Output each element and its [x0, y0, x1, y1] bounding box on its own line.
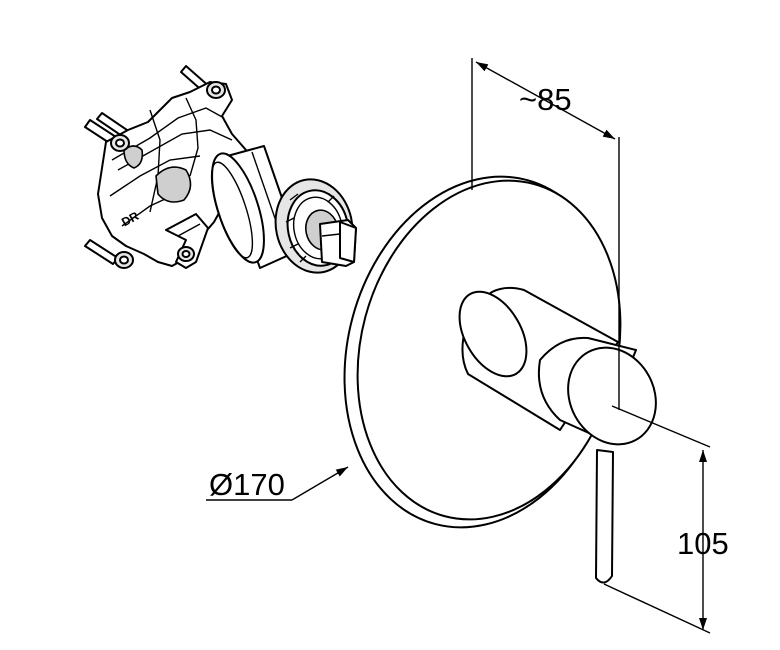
dimension-diameter: Ø170 [206, 466, 349, 502]
support-bracket [165, 213, 209, 269]
depth-label: ~85 [519, 82, 572, 117]
dimension-depth: ~85 [471, 58, 620, 410]
concealed-valve-body: DR [84, 65, 357, 274]
mounting-nuts [110, 81, 226, 269]
handle-end-cap [567, 346, 657, 446]
lever-height-label: 105 [677, 526, 729, 561]
lever-handle [595, 449, 614, 584]
diameter-label: Ø170 [209, 467, 285, 502]
trim-assembly [343, 175, 657, 584]
dimension-lever-height: 105 [603, 405, 729, 634]
